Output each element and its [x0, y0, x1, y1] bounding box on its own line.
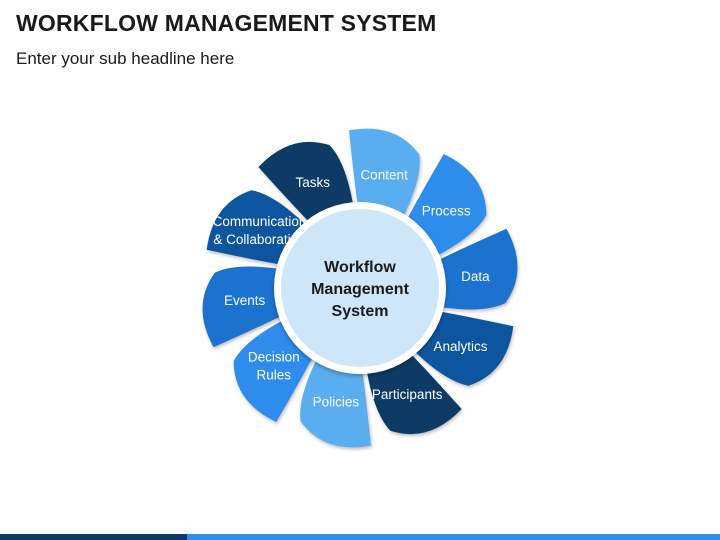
- footer-bar: [0, 534, 720, 540]
- footer-bar-segment-dark: [0, 534, 188, 540]
- petal-group: ContentProcessDataAnalyticsParticipantsP…: [202, 128, 518, 448]
- page-title: WORKFLOW MANAGEMENT SYSTEM: [16, 10, 437, 36]
- petal-label-events: Events: [224, 293, 266, 308]
- hub-circle: [281, 209, 439, 367]
- petal-label-communication-collaboration: Communication& Collaboration: [213, 214, 307, 247]
- petal-label-content: Content: [360, 168, 408, 183]
- footer-bar-segment-light: [187, 534, 720, 540]
- page-subtitle: Enter your sub headline here: [16, 49, 235, 68]
- petal-label-policies: Policies: [313, 395, 360, 410]
- petal-label-process: Process: [422, 203, 471, 218]
- petal-label-data: Data: [461, 269, 490, 284]
- petal-label-tasks: Tasks: [296, 175, 331, 190]
- petal-label-participants: Participants: [372, 387, 443, 402]
- petal-label-analytics: Analytics: [433, 339, 487, 354]
